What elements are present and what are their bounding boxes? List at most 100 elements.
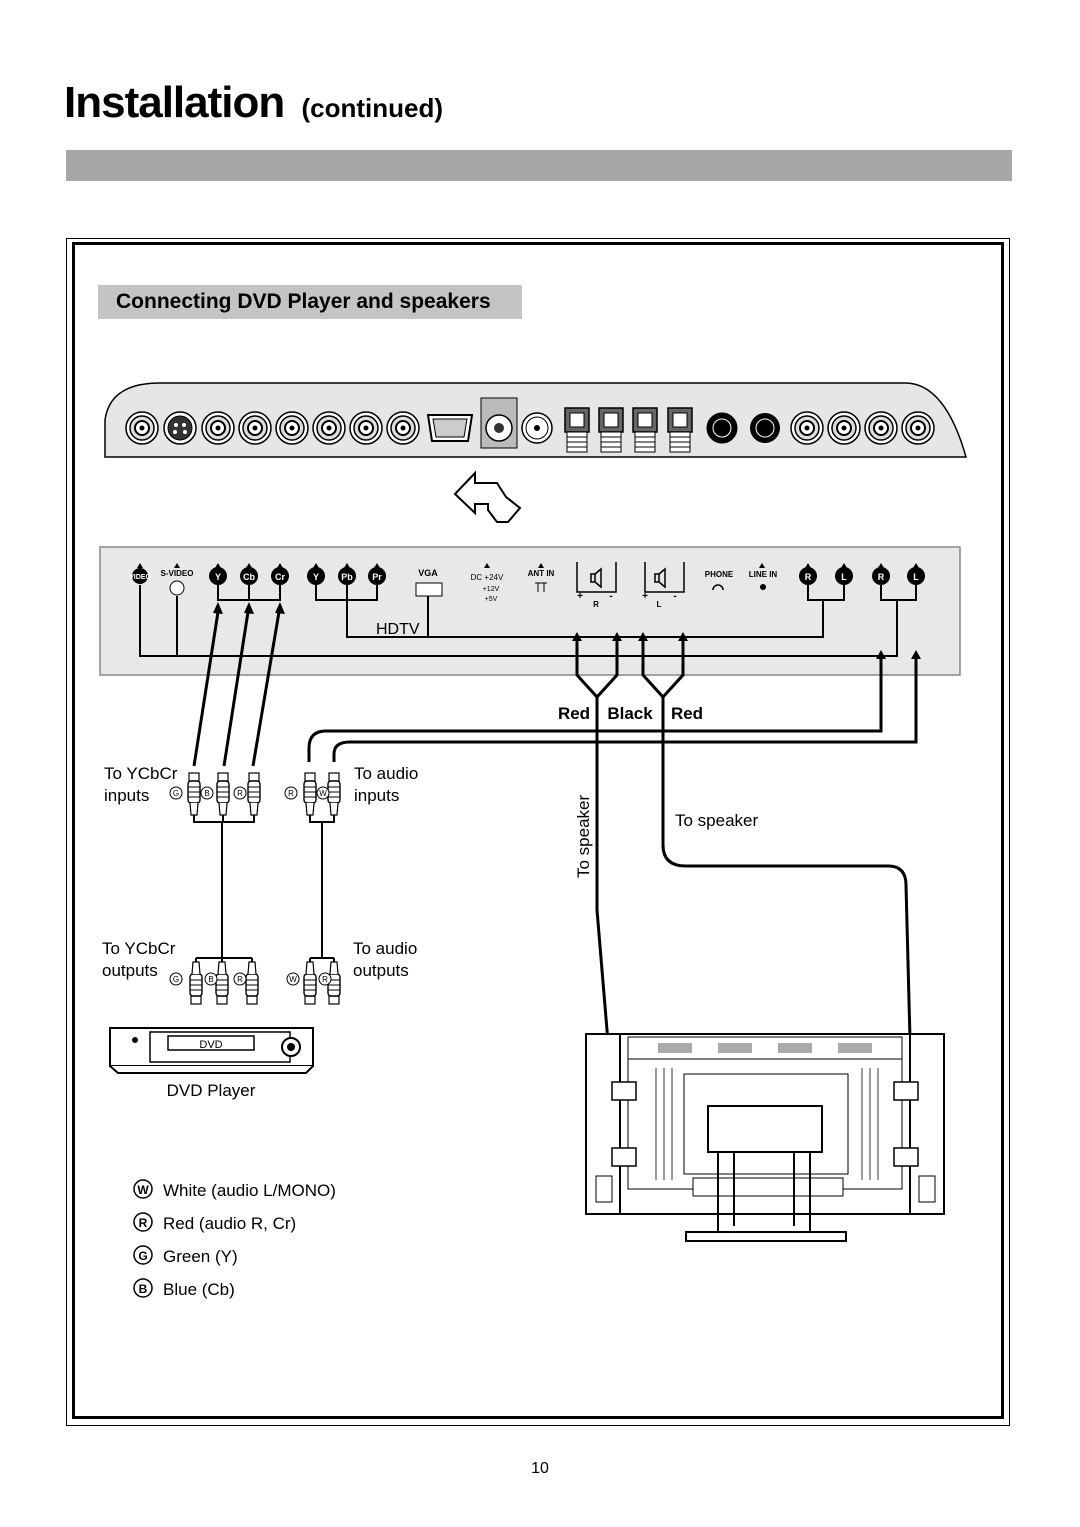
- dvd-display-text: DVD: [199, 1039, 222, 1051]
- dc-label: DC +24V: [471, 573, 504, 582]
- badge-audio-r1: R: [805, 572, 812, 582]
- plus-r-label: +: [577, 591, 583, 602]
- legend-text-w: White (audio L/MONO): [163, 1181, 336, 1200]
- legend-key-r: R: [139, 1216, 148, 1230]
- dvd-player: DVD: [109, 1027, 314, 1074]
- dvd-caption: DVD Player: [167, 1081, 256, 1100]
- page-number: 10: [531, 1460, 549, 1477]
- linein-label: LINE IN: [749, 570, 778, 579]
- tag-w-upper: W: [319, 789, 327, 798]
- wire-label-red2: Red: [671, 704, 703, 723]
- to-speaker-vertical-label: To speaker: [574, 795, 593, 878]
- svideo-label: S-VIDEO: [161, 569, 194, 578]
- svg-text:VIDEO: VIDEO: [129, 574, 151, 581]
- plus-l-label: +: [642, 591, 648, 602]
- badge-pr: Pr: [372, 572, 382, 582]
- tag-r-lower: R: [237, 975, 243, 984]
- ant-label: ANT IN: [528, 569, 555, 578]
- y-jack-1: [201, 411, 235, 445]
- ycbcr-outputs-line1: To YCbCr: [102, 939, 176, 958]
- vga-port: [426, 414, 474, 442]
- tag-g-upper: G: [173, 789, 179, 798]
- header-bar: [66, 150, 1012, 181]
- speaker-terminal-l-minus: [667, 407, 693, 453]
- badge-y2: Y: [313, 572, 319, 582]
- component-cables: [192, 611, 281, 767]
- badge-audio-r2: R: [878, 572, 885, 582]
- tag-r2-upper: R: [288, 789, 294, 798]
- vga-label: VGA: [418, 568, 438, 578]
- l-label: L: [657, 600, 662, 609]
- speaker-terminal-r-plus: [564, 407, 590, 453]
- badge-pb: Pb: [341, 572, 353, 582]
- audio-outputs-line1: To audio: [353, 939, 417, 958]
- pr-jack: [386, 411, 420, 445]
- phone-label: PHONE: [705, 570, 734, 579]
- ycbcr-outputs-line2: outputs: [102, 961, 158, 980]
- speaker-brackets: [576, 562, 685, 593]
- minus-l-label: -: [673, 591, 676, 602]
- y-jack-2: [312, 411, 346, 445]
- tag-b-upper: B: [204, 789, 209, 798]
- legend-text-g: Green (Y): [163, 1247, 238, 1266]
- vga-icon: [415, 582, 443, 597]
- tag-r2-lower: R: [322, 975, 328, 984]
- legend-key-b: B: [139, 1282, 148, 1296]
- tag-g-lower: G: [173, 975, 179, 984]
- legend-text-r: Red (audio R, Cr): [163, 1214, 296, 1233]
- badge-audio-l2: L: [913, 572, 919, 582]
- title-main: Installation: [64, 78, 285, 127]
- section-heading: Connecting DVD Player and speakers: [98, 285, 522, 319]
- audio-r-jack-2: [864, 411, 898, 445]
- badge-cb: Cb: [243, 572, 255, 582]
- badge-cr: Cr: [275, 572, 285, 582]
- svideo-jack: [163, 411, 197, 445]
- zoom-arrow-icon: [453, 470, 522, 523]
- ycbcr-inputs-line1: To YCbCr: [104, 764, 178, 783]
- diagram-frame: [66, 238, 1010, 1426]
- to-speaker-label: To speaker: [675, 811, 758, 830]
- legend-key-g: G: [138, 1249, 147, 1263]
- tag-w-lower: W: [289, 975, 297, 984]
- audio-cables: [307, 657, 918, 762]
- linein-icon: [760, 584, 766, 590]
- video-badge: VIDEO: [129, 568, 151, 584]
- tv-rear-panel: [104, 382, 967, 458]
- hdtv-label: HDTV: [376, 621, 420, 638]
- legend-key-w: W: [137, 1183, 149, 1197]
- r-label: R: [593, 600, 599, 609]
- v5-label: +5V: [485, 596, 498, 603]
- panel-closeup: VIDEO S-VIDEO Y Cb Cr Y Pb Pr R L R L VG…: [99, 546, 961, 676]
- audio-inputs-line2: inputs: [354, 786, 399, 805]
- cr-jack: [275, 411, 309, 445]
- svideo-icon: [169, 580, 185, 596]
- wire-label-black: Black: [607, 704, 653, 723]
- minus-r-label: -: [609, 591, 612, 602]
- antenna-port: [521, 412, 553, 444]
- legend-text-b: Blue (Cb): [163, 1280, 235, 1299]
- v12-label: +12V: [483, 586, 500, 593]
- tag-r-upper: R: [237, 789, 243, 798]
- tv-rear-view: [585, 1033, 945, 1242]
- title-suffix: (continued): [301, 93, 444, 123]
- pb-jack: [349, 411, 383, 445]
- audio-l-jack-1: [827, 411, 861, 445]
- cb-jack: [238, 411, 272, 445]
- audio-inputs-line1: To audio: [354, 764, 418, 783]
- video-jack: [125, 411, 159, 445]
- tag-b-lower: B: [208, 975, 213, 984]
- ycbcr-inputs-line2: inputs: [104, 786, 149, 805]
- headphone-icon: [712, 584, 724, 591]
- speaker-terminal-l-plus: [632, 407, 658, 453]
- audio-outputs-line2: outputs: [353, 961, 409, 980]
- wire-label-red1: Red: [558, 704, 590, 723]
- diagram-frame-inner: [72, 242, 1004, 1419]
- legend: W White (audio L/MONO) R Red (audio R, C…: [133, 1179, 336, 1299]
- audio-l-jack-2: [901, 411, 935, 445]
- badge-audio-l1: L: [841, 572, 847, 582]
- antenna-icon: [535, 582, 547, 592]
- badge-y1: Y: [215, 572, 221, 582]
- page-title: Installation (continued): [64, 78, 443, 128]
- audio-r-jack-1: [790, 411, 824, 445]
